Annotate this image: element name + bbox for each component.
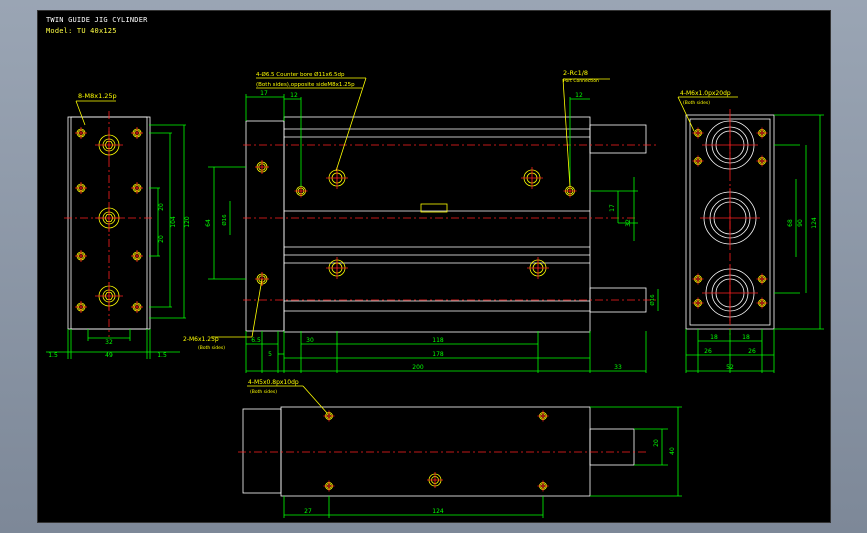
dim-32: 32: [105, 339, 113, 346]
side-tap-note: 2-M6x1.25p: [183, 336, 219, 343]
dim-12b: 12: [575, 92, 583, 99]
leader-line: [302, 385, 328, 414]
dim-26b: 26: [748, 348, 756, 355]
dim-68: 68: [787, 219, 794, 227]
bottom-end-plate: [242, 408, 282, 494]
front-end-plate: [245, 120, 285, 332]
dim-18a: 18: [710, 334, 718, 341]
leader-line: [335, 77, 367, 172]
drawing-canvas: TWIN GUIDE JIG CYLINDER Model: TU 40x125…: [37, 10, 831, 523]
dim-1p5-right: 1.5: [157, 352, 167, 359]
dim-118: 118: [432, 337, 444, 344]
dim-20-bottom: 20: [653, 439, 660, 447]
dim-17: 17: [260, 90, 268, 97]
dim-18b: 18: [742, 334, 750, 341]
guide-rod-top: [589, 124, 647, 154]
dim-40: 40: [669, 447, 676, 455]
port-note: 2-Rc1/8: [563, 69, 588, 77]
bottom-rod: [589, 428, 635, 466]
cad-drawing: 8-M8x1.25p 20 20 104 120 32 1.5 49 1.5 17 12 12 4-Ø6…: [46, 69, 824, 518]
dim-52: 52: [726, 364, 734, 371]
dim-phi16-rod: Ø16: [649, 294, 656, 306]
side-tap-sub: (Both sides): [198, 345, 225, 351]
leader-line: [251, 278, 263, 338]
dim-124-bottom: 124: [432, 508, 444, 515]
dim-5: 5: [268, 351, 272, 358]
port-note-sub: Port Connection: [563, 78, 599, 84]
dim-1p5-left: 1.5: [48, 352, 58, 359]
leader-line: [562, 78, 571, 188]
dim-33: 33: [614, 364, 622, 371]
end-tap-note: 8-M8x1.25p: [78, 92, 117, 100]
right-tap-sub: (Both sides): [683, 100, 710, 106]
dim-26a: 26: [704, 348, 712, 355]
right-tap-note: 4-M6x1.0px20dp: [680, 90, 731, 97]
bottom-tap-sub: (Both sides): [250, 389, 277, 395]
dim-12a: 12: [290, 92, 298, 99]
leader-line: [677, 96, 695, 132]
dim-27: 27: [304, 508, 312, 515]
dim-phi16: Ø16: [221, 214, 228, 226]
dim-20b: 20: [158, 235, 165, 243]
dim-104: 104: [170, 216, 177, 228]
drawing-title: TWIN GUIDE JIG CYLINDER: [46, 16, 148, 24]
dim-6p5: 6.5: [251, 337, 261, 344]
dim-120: 120: [184, 216, 191, 228]
drawing-model: Model: TU 40x125: [46, 27, 117, 35]
bottom-tap-note: 4-M5x0.8px10dp: [248, 379, 299, 386]
dim-178: 178: [432, 351, 444, 358]
dim-124: 124: [811, 217, 818, 229]
leader-line: [75, 100, 86, 126]
front-body: [283, 116, 591, 333]
dim-49: 49: [105, 352, 113, 359]
dim-20a: 20: [158, 203, 165, 211]
cbore-note-1: 4-Ø6.5 Counter bore Ø11x6.5dp: [256, 71, 345, 78]
dim-200: 200: [412, 364, 424, 371]
dim-32-right: 32: [625, 219, 632, 227]
dim-90: 90: [797, 219, 804, 227]
nameplate: [420, 203, 448, 213]
dim-17-right: 17: [609, 204, 616, 212]
cbore-note-2: (Both sides),opposite sideM8x1.25p: [256, 82, 355, 88]
dim-30: 30: [306, 337, 314, 344]
dim-64: 64: [205, 219, 212, 227]
